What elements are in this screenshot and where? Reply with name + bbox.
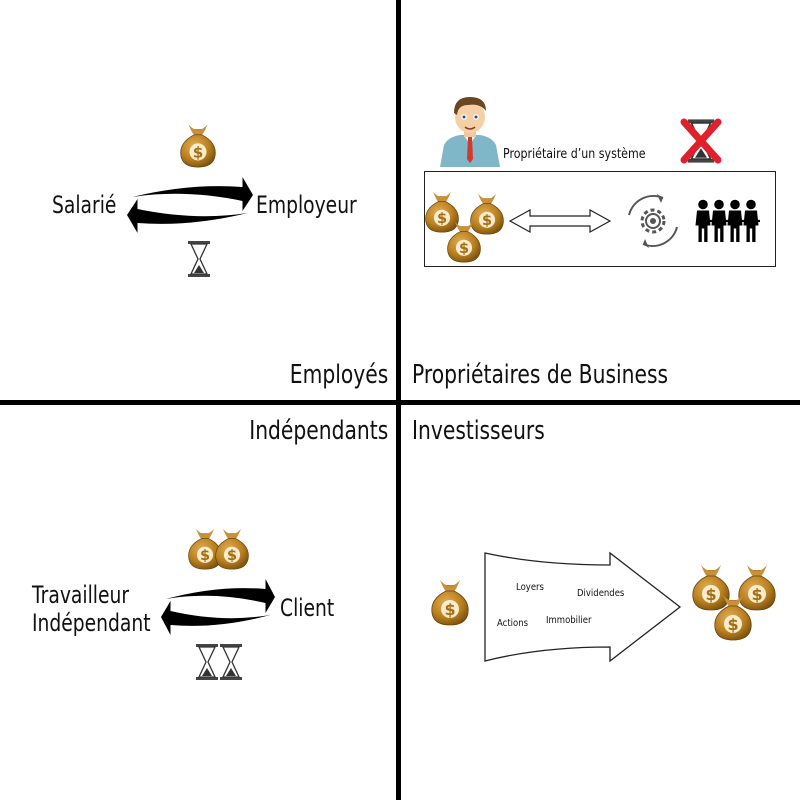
travailleur-label-line1: Travailleur [32,581,130,609]
proprietaire-caption: Propriétaire d’un système [503,147,646,162]
client-label: Client [280,594,335,622]
quadrant-title-proprietaires: Propriétaires de Business [412,360,669,390]
system-box [424,171,776,267]
arrow-word-loyers: Loyers [516,582,544,593]
quadrant-title-investisseurs: Investisseurs [412,416,545,446]
arrow-word-dividendes: Dividendes [577,588,625,599]
employeur-label: Employeur [256,191,357,219]
arrow-word-immobilier: Immobilier [546,615,592,626]
quadrant-title-independants: Indépendants [248,416,388,446]
horizontal-divider [0,400,800,405]
quadrant-title-employes: Employés [289,360,388,390]
arrow-word-actions: Actions [497,618,529,629]
travailleur-label-line2: Indépendant [32,609,151,637]
salarie-label: Salarié [52,191,117,219]
